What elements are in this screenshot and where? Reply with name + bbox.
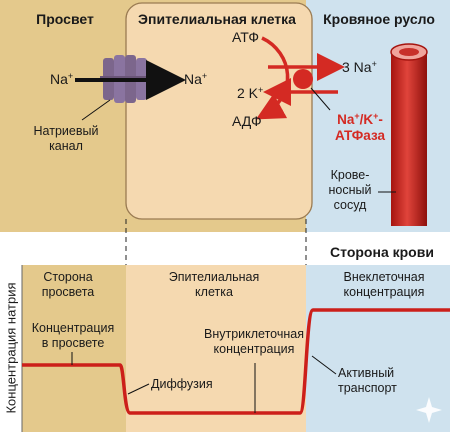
lumen-title: Просвет bbox=[36, 11, 94, 27]
y-axis-label: Концентрация натрия bbox=[3, 282, 19, 414]
sodium-concentration-curve bbox=[22, 308, 450, 415]
na-lumen-label: Na+ bbox=[50, 71, 74, 87]
diffusion-label: Диффузия bbox=[151, 377, 213, 391]
blood-side-title: Сторона крови bbox=[330, 244, 434, 260]
adp-label: АДФ bbox=[232, 113, 262, 129]
epithelial-cell bbox=[125, 2, 313, 220]
lumen-side-region bbox=[22, 265, 126, 432]
atp-to-adp-arrow bbox=[255, 36, 290, 120]
lumen-region bbox=[0, 0, 126, 232]
cell-region bbox=[126, 265, 306, 432]
na-cell-label: Na+ bbox=[184, 71, 208, 87]
atp-label: АТФ bbox=[232, 29, 259, 45]
na-k-pump-icon bbox=[293, 69, 313, 89]
diffusion-pointer bbox=[127, 383, 150, 395]
sparkle-icon bbox=[416, 397, 442, 423]
active-transport-pointer bbox=[311, 355, 337, 375]
cell-title: Эпителиальная клетка bbox=[138, 11, 296, 27]
k2-label: 2 K+ bbox=[237, 85, 264, 101]
channel-pointer bbox=[81, 99, 111, 121]
pump-pointer bbox=[310, 87, 331, 111]
pump-label: Na+/K+- АТФаза bbox=[334, 111, 386, 144]
blood-vessel-icon bbox=[390, 43, 428, 226]
na3-label: 3 Na+ bbox=[342, 59, 377, 75]
blood-side-region bbox=[306, 265, 450, 432]
blood-title: Кровяное русло bbox=[323, 11, 435, 27]
